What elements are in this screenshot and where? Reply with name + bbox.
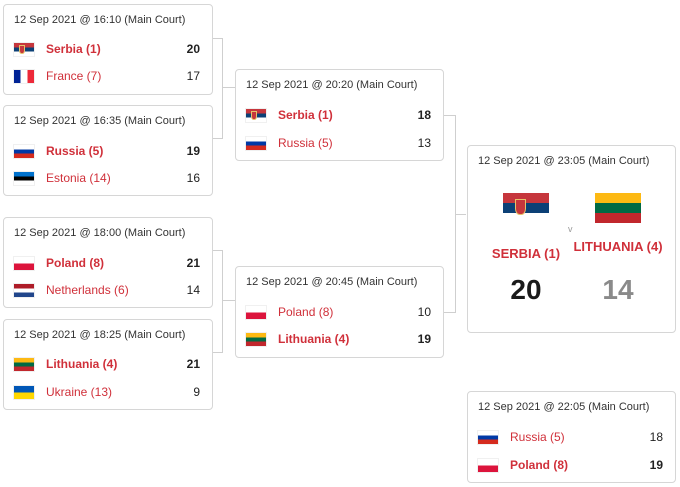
team-row[interactable]: Russia (5) 18 [478, 429, 663, 445]
poland-flag-icon [246, 305, 266, 319]
team-score: 10 [417, 305, 431, 319]
final-score: 14 [602, 274, 634, 305]
serbia-flag-icon [503, 193, 549, 223]
team-score: 20 [186, 42, 200, 56]
russia-flag-icon [246, 136, 266, 150]
russia-flag-icon [478, 430, 498, 444]
france-flag-icon [14, 69, 34, 83]
serbia-flag-icon [246, 108, 266, 122]
bracket-connector [212, 38, 223, 139]
bracket-connector [222, 300, 235, 301]
team-row[interactable]: Ukraine (13) 9 [14, 384, 200, 400]
team-score: 21 [186, 357, 200, 371]
team-name: Russia (5) [46, 144, 104, 158]
team-row[interactable]: Serbia (1) 20 [14, 41, 200, 57]
final-score: 20 [510, 274, 542, 305]
match-time: 12 Sep 2021 @ 20:45 (Main Court) [246, 276, 418, 288]
estonia-flag-icon [14, 171, 34, 185]
coat-of-arms-icon [19, 44, 25, 54]
match-card[interactable]: 12 Sep 2021 @ 20:20 (Main Court) Serbia … [235, 69, 444, 161]
team-row[interactable]: France (7) 17 [14, 68, 200, 84]
match-card[interactable]: 12 Sep 2021 @ 22:05 (Main Court) Russia … [467, 391, 676, 483]
team-row[interactable]: Netherlands (6) 14 [14, 282, 200, 298]
team-name: France (7) [46, 69, 102, 83]
poland-flag-icon [14, 256, 34, 270]
team-row[interactable]: Poland (8) 10 [246, 304, 431, 320]
bracket-connector [222, 87, 235, 88]
match-card[interactable]: 12 Sep 2021 @ 16:35 (Main Court) Russia … [3, 105, 213, 196]
lithuania-flag-icon [14, 357, 34, 371]
lithuania-flag-icon [595, 193, 641, 223]
team-name: Lithuania (4) [46, 357, 118, 371]
match-card[interactable]: 12 Sep 2021 @ 18:00 (Main Court) Poland … [3, 217, 213, 308]
team-score: 19 [417, 332, 431, 346]
team-score: 17 [186, 69, 200, 83]
poland-flag-icon [478, 458, 498, 472]
team-name: Poland (8) [510, 458, 569, 472]
team-name: Estonia (14) [46, 171, 111, 185]
bracket-connector [212, 250, 223, 353]
match-time: 12 Sep 2021 @ 20:20 (Main Court) [246, 79, 418, 91]
match-card[interactable]: 12 Sep 2021 @ 16:10 (Main Court) Serbia … [3, 4, 213, 95]
coat-of-arms-icon [515, 199, 526, 215]
team-row[interactable]: Serbia (1) 18 [246, 107, 431, 123]
team-score: 13 [417, 136, 431, 150]
team-score: 9 [193, 385, 200, 399]
match-card[interactable]: 12 Sep 2021 @ 20:45 (Main Court) Poland … [235, 266, 444, 358]
serbia-flag-icon [14, 42, 34, 56]
team-name: Serbia (1) [46, 42, 101, 56]
team-row[interactable]: Russia (5) 19 [14, 143, 200, 159]
team-row[interactable]: Estonia (14) 16 [14, 170, 200, 186]
netherlands-flag-icon [14, 283, 34, 297]
match-time: 12 Sep 2021 @ 18:25 (Main Court) [14, 329, 186, 341]
match-time: 12 Sep 2021 @ 22:05 (Main Court) [478, 401, 650, 413]
team-name: Netherlands (6) [46, 283, 129, 297]
lithuania-flag-icon [246, 332, 266, 346]
team-row[interactable]: Lithuania (4) 19 [246, 331, 431, 347]
match-time: 12 Sep 2021 @ 23:05 (Main Court) [478, 155, 650, 167]
final-team-name: LITHUANIA (4) [573, 239, 663, 254]
versus-label: v [568, 224, 573, 234]
bracket-connector [455, 214, 466, 215]
russia-flag-icon [14, 144, 34, 158]
match-card[interactable]: 12 Sep 2021 @ 18:25 (Main Court) Lithuan… [3, 319, 213, 410]
team-name: Russia (5) [278, 136, 333, 150]
ukraine-flag-icon [14, 385, 34, 399]
team-score: 16 [186, 171, 200, 185]
team-row[interactable]: Russia (5) 13 [246, 135, 431, 151]
team-row[interactable]: Poland (8) 21 [14, 255, 200, 271]
match-time: 12 Sep 2021 @ 18:00 (Main Court) [14, 227, 186, 239]
team-score: 18 [649, 430, 663, 444]
team-score: 18 [417, 108, 431, 122]
final-match-card[interactable]: 12 Sep 2021 @ 23:05 (Main Court) v SERBI… [467, 145, 676, 333]
team-score: 19 [186, 144, 200, 158]
team-name: Poland (8) [46, 256, 105, 270]
team-score: 19 [649, 458, 663, 472]
team-name: Russia (5) [510, 430, 565, 444]
team-name: Poland (8) [278, 305, 334, 319]
team-name: Ukraine (13) [46, 385, 113, 399]
coat-of-arms-icon [251, 110, 257, 120]
match-time: 12 Sep 2021 @ 16:35 (Main Court) [14, 115, 186, 127]
final-team-name: SERBIA (1) [491, 246, 561, 261]
team-row[interactable]: Poland (8) 19 [478, 457, 663, 473]
team-name: Serbia (1) [278, 108, 333, 122]
team-row[interactable]: Lithuania (4) 21 [14, 356, 200, 372]
team-score: 14 [186, 283, 200, 297]
team-score: 21 [186, 256, 200, 270]
match-time: 12 Sep 2021 @ 16:10 (Main Court) [14, 14, 186, 26]
team-name: Lithuania (4) [278, 332, 350, 346]
